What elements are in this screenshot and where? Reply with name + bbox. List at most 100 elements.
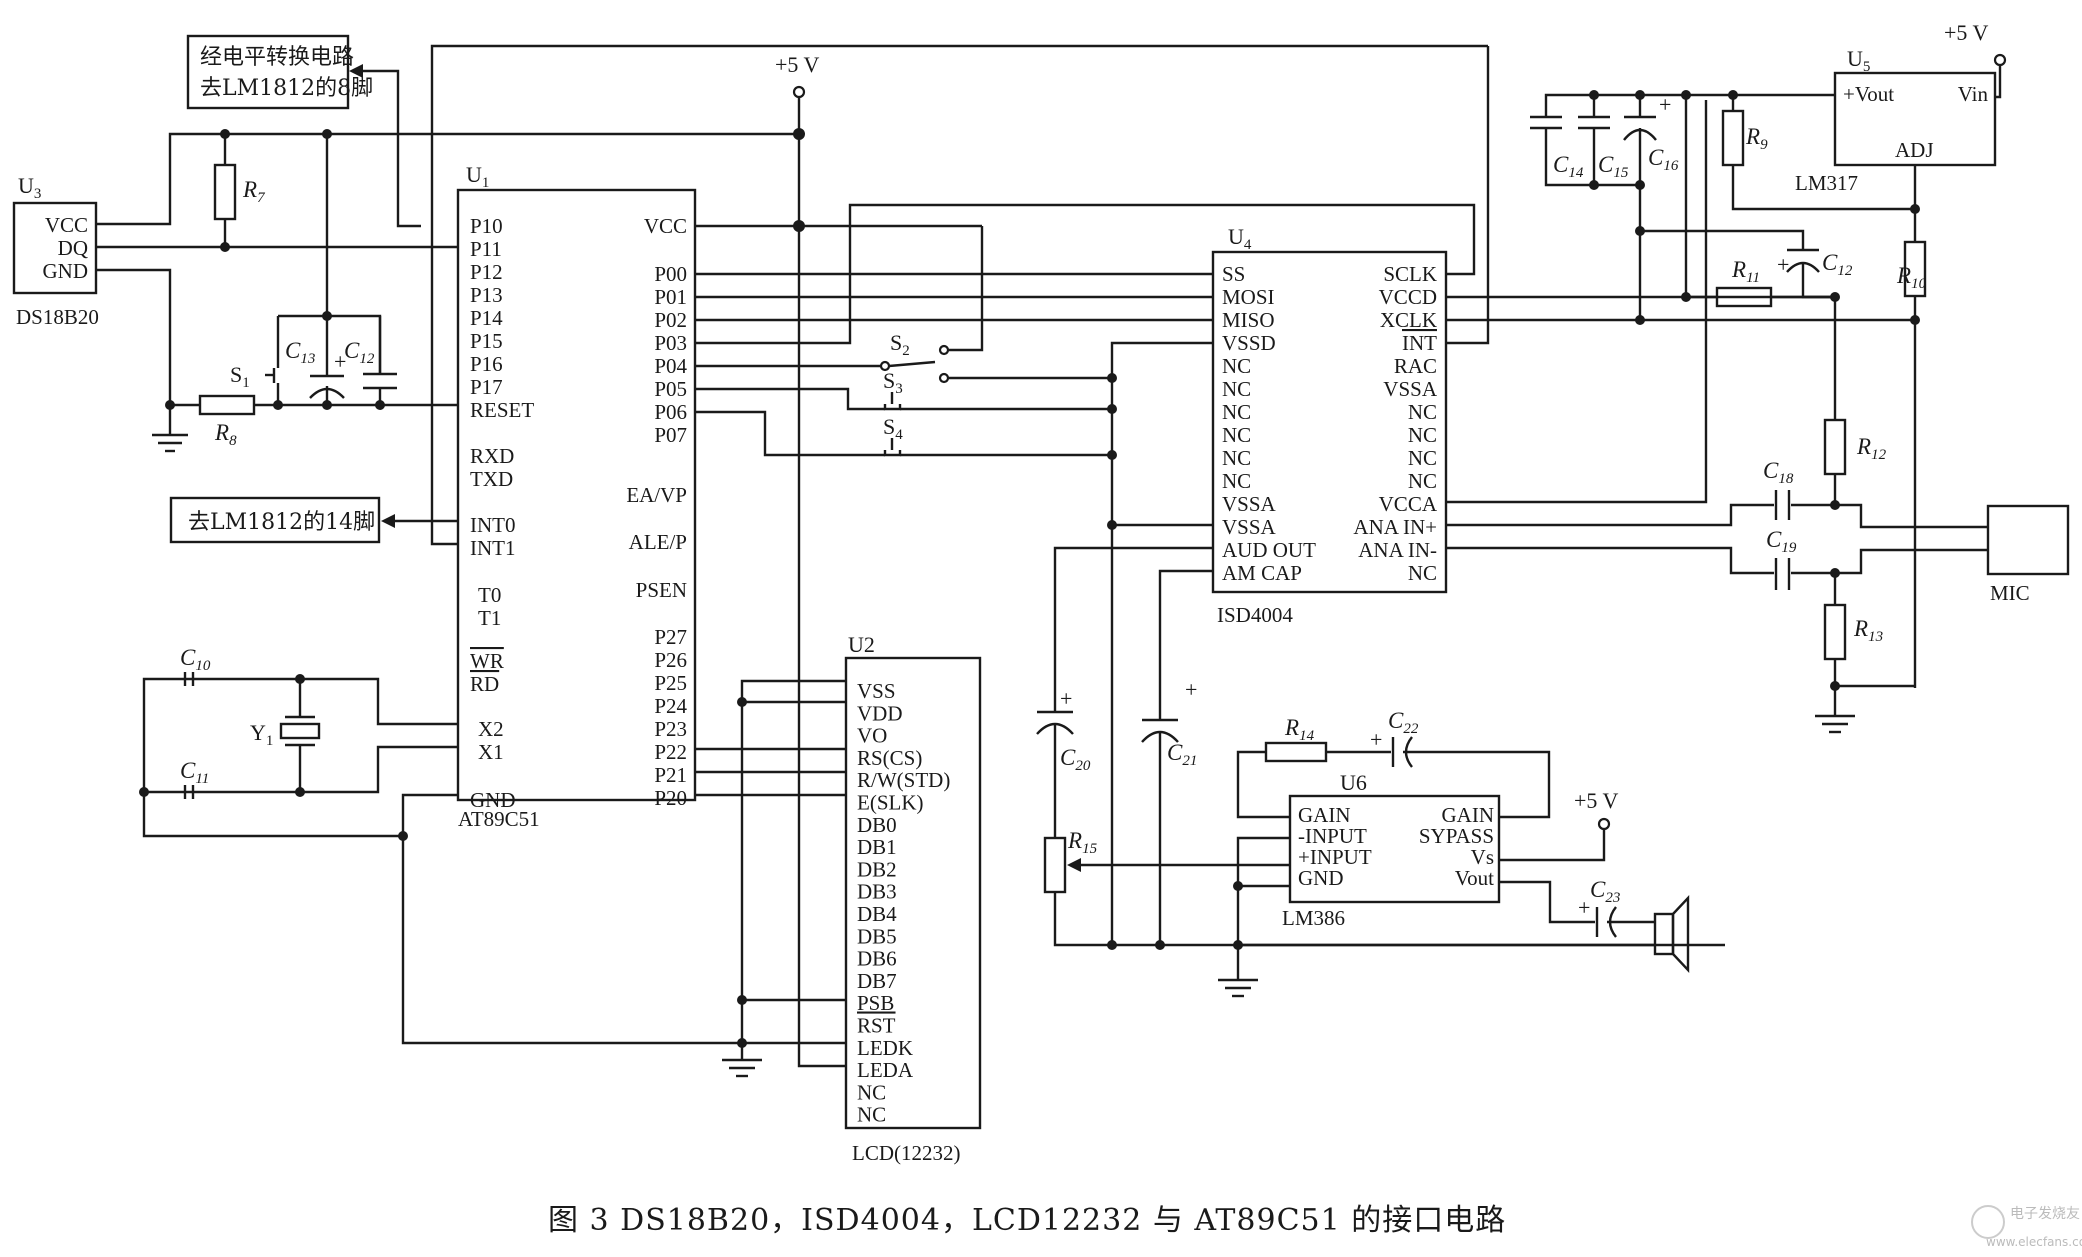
u2-pin-db4: DB4 — [857, 902, 897, 926]
u2-pin-psb: PSB — [857, 991, 894, 1015]
u5-pin-vout: +Vout — [1843, 82, 1894, 106]
u4-pin-nc: NC — [1222, 354, 1251, 378]
u5-pin-adj: ADJ — [1895, 138, 1934, 162]
u1-pin-t0: T0 — [478, 583, 501, 607]
supply-terminal-lm386: +5 V — [1574, 788, 1619, 831]
u4-pin-vcca: VCCA — [1379, 492, 1438, 516]
s3-label: S3 — [883, 368, 903, 397]
u4-pin-am-cap: AM CAP — [1222, 561, 1302, 585]
u2-lcd12232: U2 VSSVDDVORS(CS)R/W(STD)E(SLK)DB0DB1DB2… — [844, 632, 982, 1165]
u4-pin-nc: NC — [1222, 423, 1251, 447]
svg-text:+5 V: +5 V — [1944, 20, 1989, 45]
speaker-icon — [1653, 894, 1690, 974]
arrow-icon — [381, 514, 395, 528]
u2-ref: U2 — [848, 632, 875, 657]
c13-label: C13 — [285, 338, 315, 367]
u5-part: LM317 — [1795, 171, 1858, 195]
u1-pin-p02: P02 — [654, 308, 687, 332]
u1-pin-rxd: RXD — [470, 444, 514, 468]
u1-pin-p05: P05 — [654, 377, 687, 401]
u6-pin-vout: Vout — [1455, 866, 1494, 890]
u1-pin-reset: RESET — [470, 398, 534, 422]
u4-part: ISD4004 — [1217, 603, 1293, 627]
u1-pin-ea-vp: EA/VP — [626, 483, 687, 507]
u4-pin-vssa: VSSA — [1222, 492, 1277, 516]
u4-pin-mosi: MOSI — [1222, 285, 1275, 309]
s1-label: S1 — [230, 362, 250, 391]
u4-pin-ss: SS — [1222, 262, 1245, 286]
c12-bias-label: C12 — [1822, 250, 1853, 279]
u6-pin-gain: GAIN — [1298, 803, 1351, 827]
u1-pin-p11: P11 — [470, 237, 502, 261]
u4-pin-aud-out: AUD OUT — [1222, 538, 1316, 562]
u5-pin-vin: Vin — [1958, 82, 1989, 106]
u1-pin-p21: P21 — [654, 763, 687, 787]
ground-icon — [1815, 714, 1855, 734]
u4-pin-nc: NC — [1408, 423, 1437, 447]
watermark: 电子发烧友 www.elecfans.com — [1971, 1205, 2082, 1249]
svg-text:+: + — [1659, 92, 1671, 117]
u1-pin-p16: P16 — [470, 352, 503, 376]
u2-pin-e-slk: E(SLK) — [857, 791, 924, 815]
u1-right-pins: VCCP00P01P02P03P04P05P06P07EA/VPALE/PPSE… — [626, 214, 687, 810]
u4-pin-miso: MISO — [1222, 308, 1275, 332]
svg-text:+: + — [1370, 727, 1382, 752]
u3-ds18b20: U3 VCC DQ GND DS18B20 — [12, 173, 99, 329]
u1-part: AT89C51 — [458, 807, 540, 831]
figure-caption: 图 3 DS18B20，ISD4004，LCD12232 与 AT89C51 的… — [548, 1203, 1506, 1238]
c14-label: C14 — [1553, 152, 1584, 181]
u4-pin-vssa: VSSA — [1222, 515, 1277, 539]
u1-pin-p17: P17 — [470, 375, 503, 399]
s4-label: S4 — [883, 414, 903, 443]
u3-part: DS18B20 — [16, 305, 99, 329]
u1-pin-gnd: GND — [470, 788, 516, 812]
u4-pin-nc: NC — [1408, 400, 1437, 424]
svg-text:+: + — [1185, 677, 1197, 702]
c12-reset-label: C12 — [344, 338, 375, 367]
c15-label: C15 — [1598, 152, 1629, 181]
r12-label: R12 — [1856, 434, 1887, 463]
u2-pin-leda: LEDA — [857, 1058, 914, 1082]
u3-pin-dq: DQ — [58, 236, 88, 260]
u2-pin-db6: DB6 — [857, 947, 897, 971]
svg-text:+: + — [1777, 252, 1789, 277]
r8-label: R8 — [214, 420, 237, 449]
u1-pin-p14: P14 — [470, 306, 503, 330]
u1-pin-p04: P04 — [654, 354, 687, 378]
u5-lm317: U5 +Vout Vin ADJ LM317 — [1795, 46, 1997, 195]
u4-pin-vccd: VCCD — [1379, 285, 1437, 309]
u1-left-pins: P10P11P12P13P14P15P16P17RESETRXDTXDINT0I… — [470, 214, 534, 812]
note-pin14-text: 去LM1812的14脚 — [188, 510, 375, 535]
u4-pin-xclk: XCLK — [1380, 308, 1437, 332]
u3-pin-vcc: VCC — [45, 213, 88, 237]
u4-isd4004: U4 SSMOSIMISOVSSDNCNCNCNCNCNCVSSAVSSAAUD… — [1211, 224, 1448, 627]
u6-pin-gnd: GND — [1298, 866, 1344, 890]
u2-pin-db0: DB0 — [857, 813, 897, 837]
u2-pin-db5: DB5 — [857, 924, 897, 948]
u2-pin-db2: DB2 — [857, 857, 897, 881]
u2-pin-rst: RST — [857, 1014, 896, 1038]
u6-pin-vs: Vs — [1471, 845, 1494, 869]
u1-pin-p12: P12 — [470, 260, 503, 284]
u1-pin-vcc: VCC — [644, 214, 687, 238]
u1-pin-p24: P24 — [654, 694, 687, 718]
r11-label: R11 — [1731, 257, 1760, 286]
u2-pin-vss: VSS — [857, 679, 896, 703]
arrow-icon — [349, 64, 363, 78]
u2-pin-nc: NC — [857, 1103, 886, 1127]
note-line-2: 去LM1812的8脚 — [200, 76, 373, 101]
u6-part: LM386 — [1282, 906, 1345, 930]
u4-pin-nc: NC — [1222, 377, 1251, 401]
u1-pin-int0: INT0 — [470, 513, 516, 537]
supply-terminal-lm317: +5 V — [1944, 20, 2007, 99]
svg-text:+: + — [334, 349, 346, 374]
u2-pin-db7: DB7 — [857, 969, 897, 993]
u2-pin-nc: NC — [857, 1080, 886, 1104]
c22-label: C22 — [1388, 708, 1419, 737]
u4-pin-sclk: SCLK — [1383, 262, 1437, 286]
note-level-shift: 经电平转换电路 去LM1812的8脚 — [186, 34, 421, 228]
ground-icon — [722, 1058, 762, 1078]
u1-pin-p27: P27 — [654, 625, 687, 649]
u1-pin-p06: P06 — [654, 400, 687, 424]
